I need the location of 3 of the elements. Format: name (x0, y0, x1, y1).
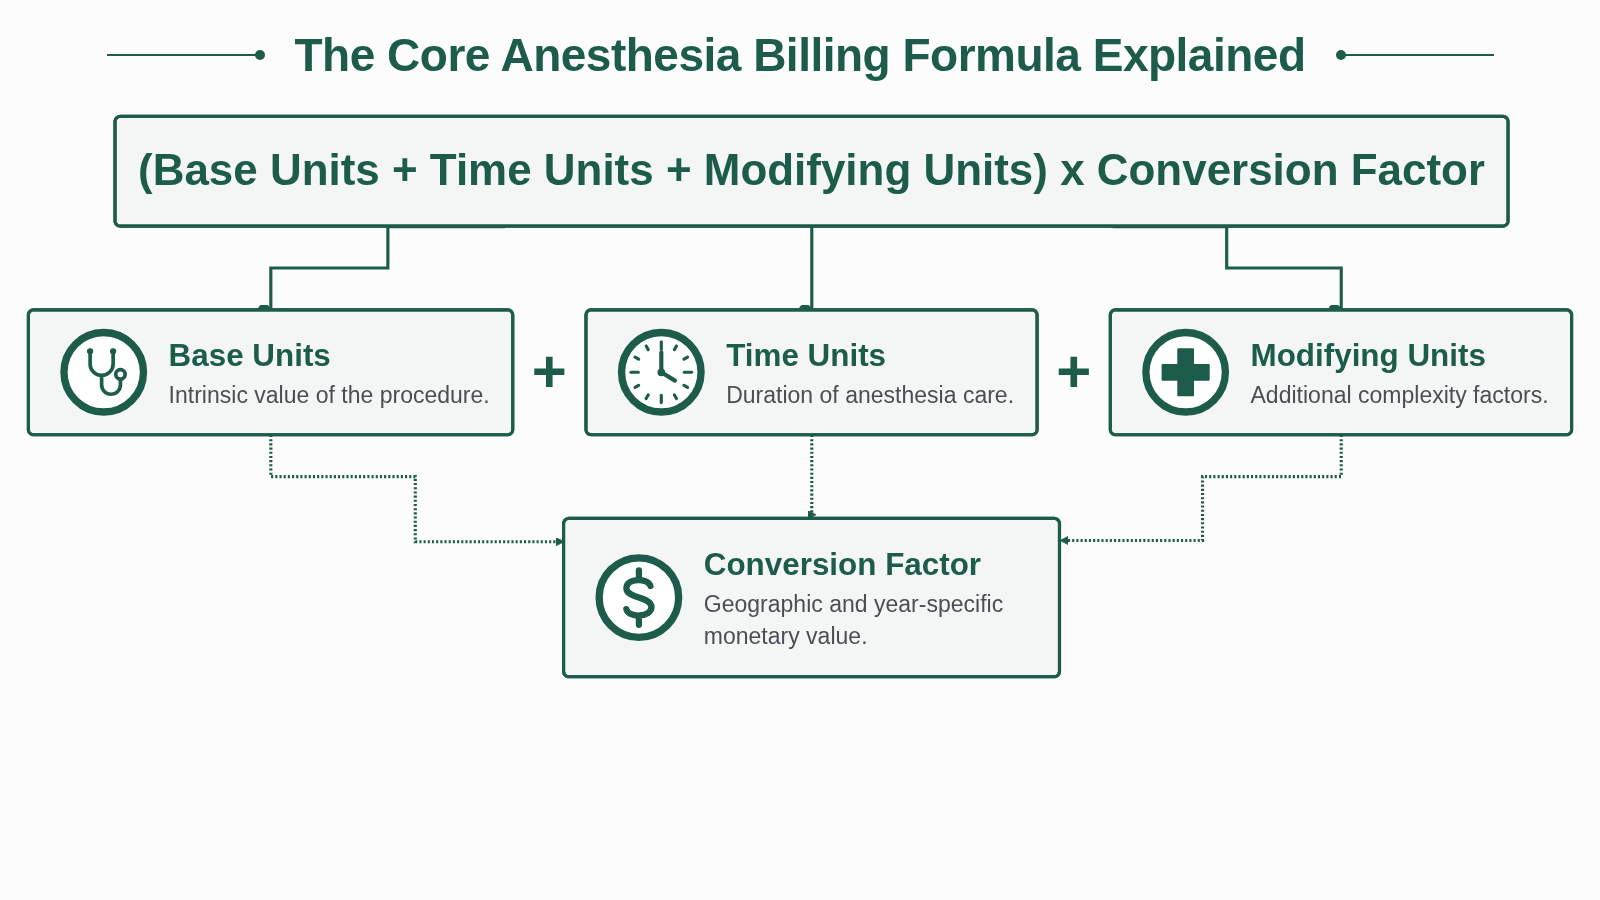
plus-operator: + (531, 342, 567, 403)
diagram-title: The Core Anesthesia Billing Formula Explained (294, 28, 1306, 82)
plus-operator: + (1056, 342, 1092, 403)
